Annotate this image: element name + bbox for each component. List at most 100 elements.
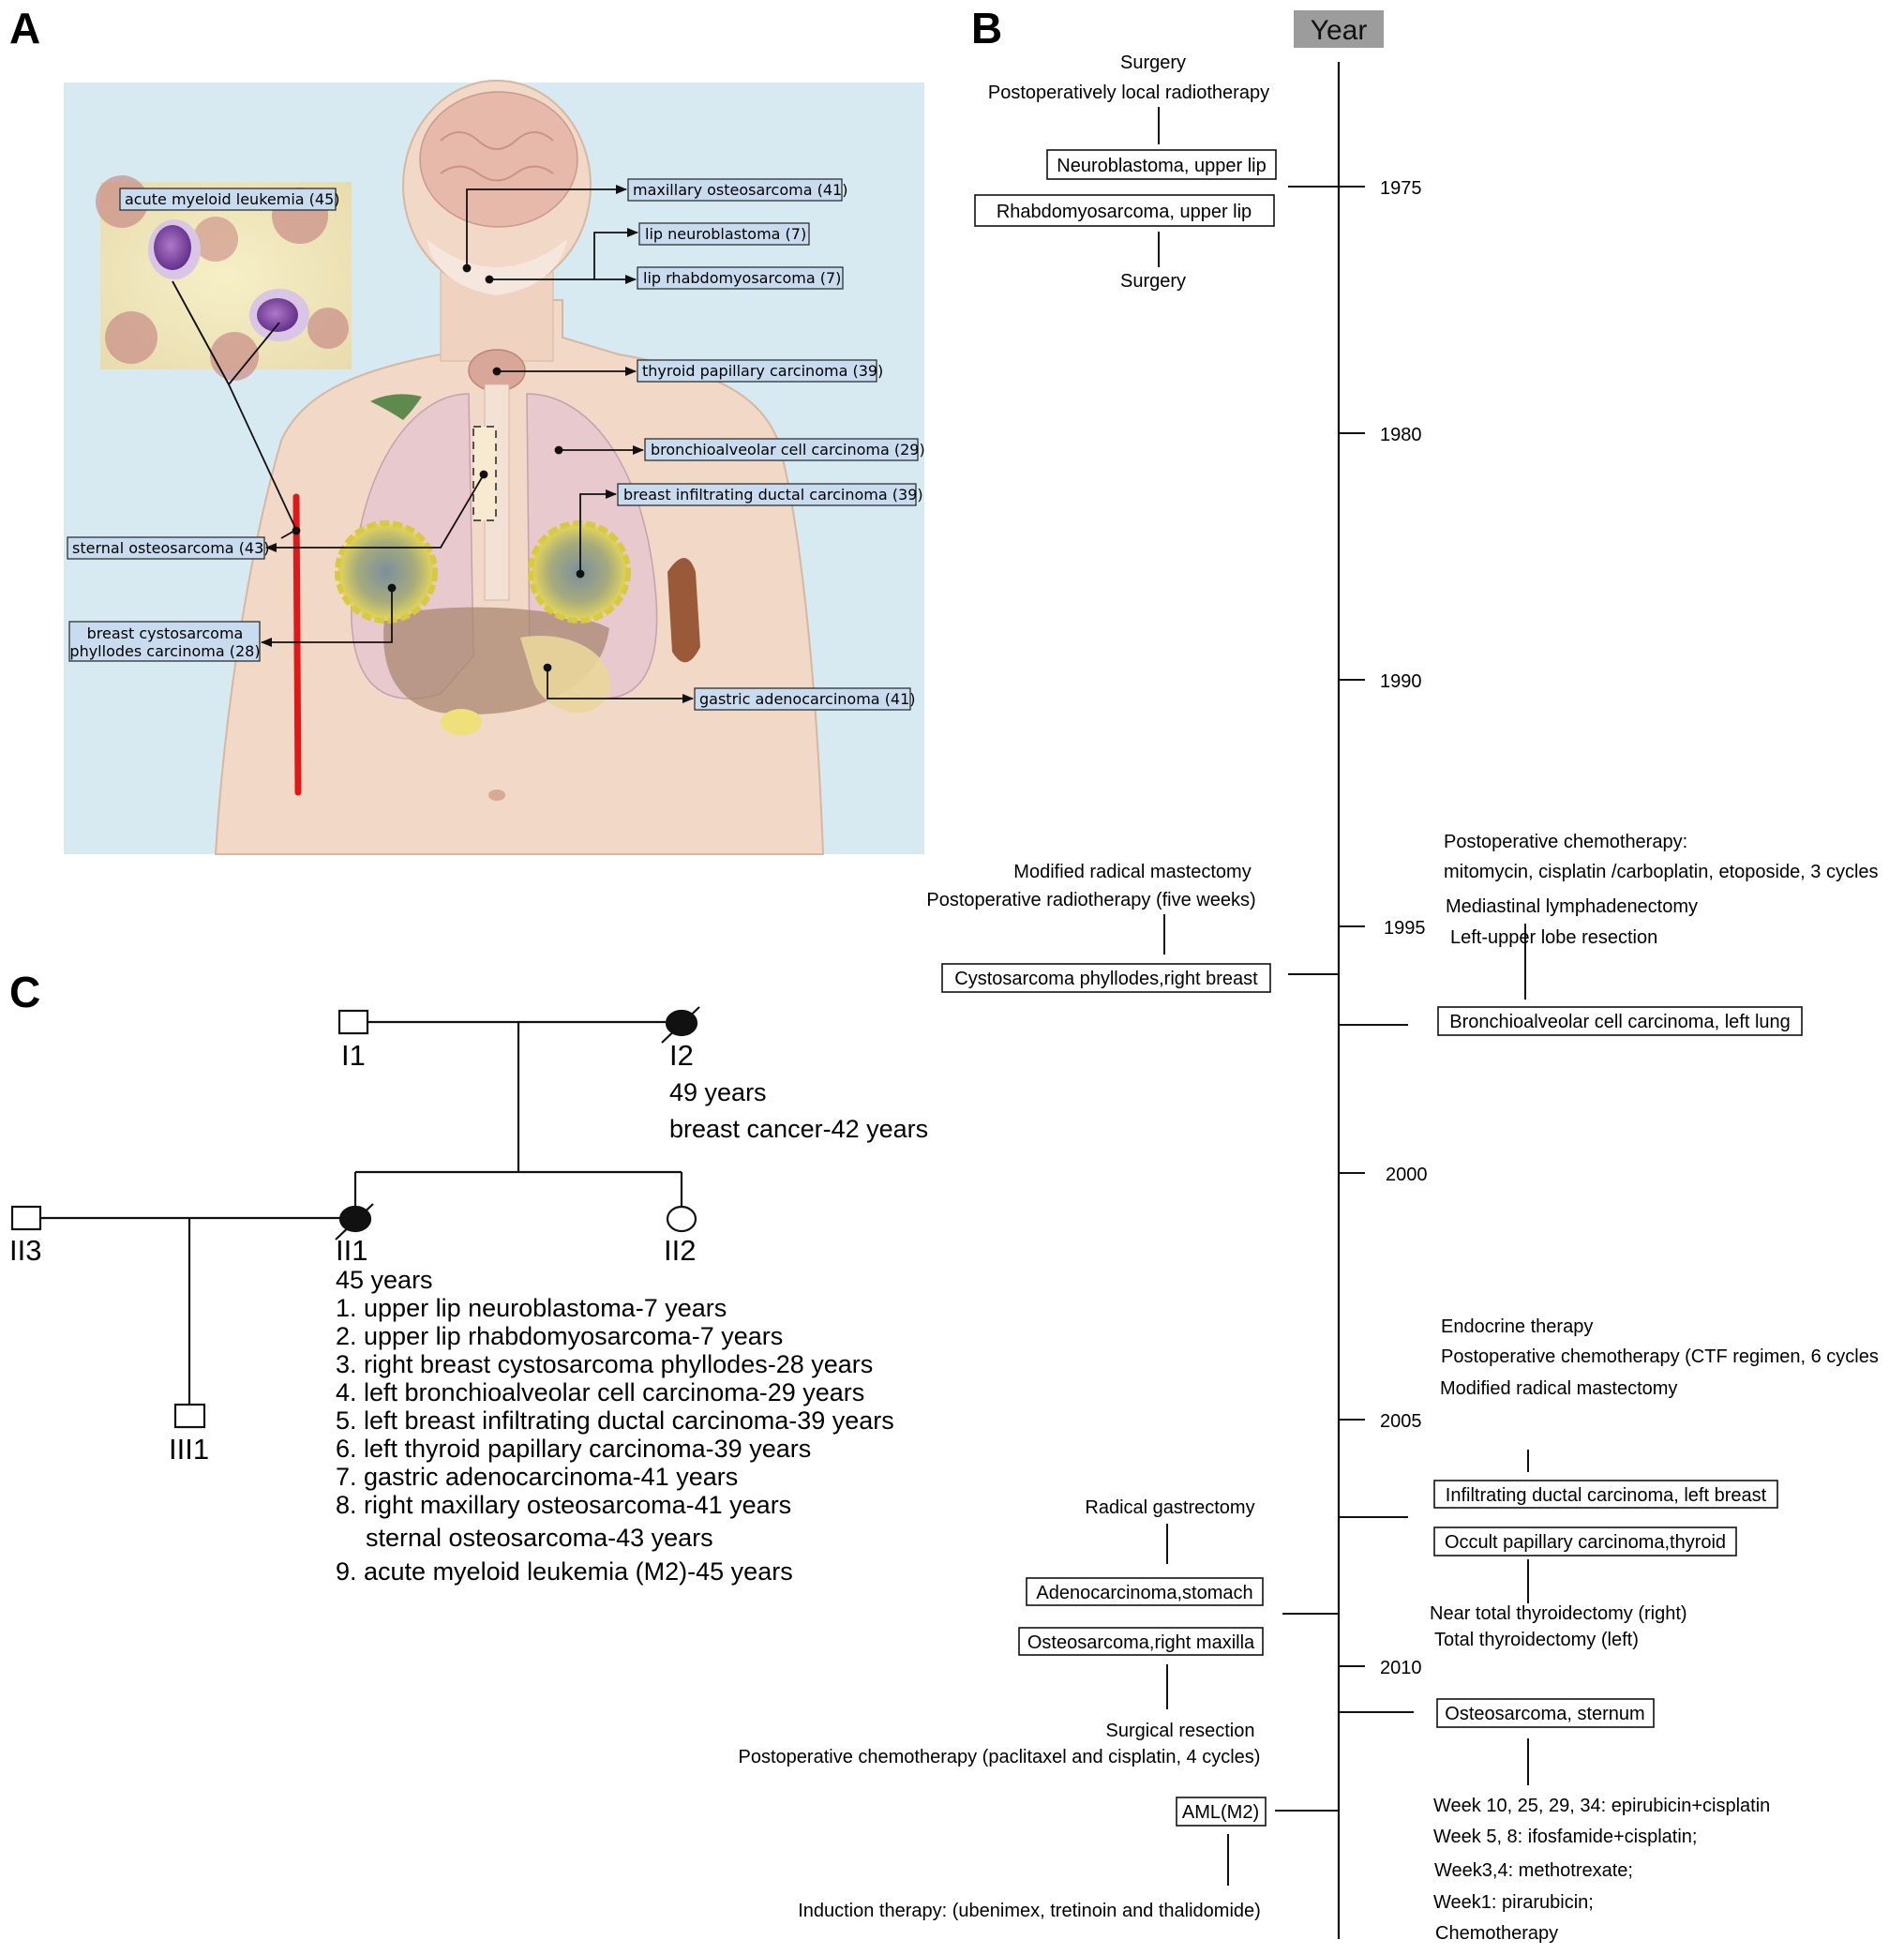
stomach [520,636,611,714]
history-item: sternal osteosarcoma-43 years [366,1524,713,1552]
year-1990: 1990 [1380,671,1422,692]
tl-week-5: Week 5, 8: ifosfamide+cisplatin; [1433,1827,1697,1847]
brain-folds [440,131,554,182]
panel-letter-b: B [971,4,1002,53]
label-bronchio-text: bronchioalveolar cell carcinoma (29) [651,441,925,459]
year-2005: 2005 [1380,1411,1422,1432]
pedigree-id-ii3: II3 [9,1234,41,1267]
year-2000: 2000 [1386,1165,1428,1185]
tl-chemo-paclitaxel: Postoperative chemotherapy (paclitaxel a… [739,1747,1261,1767]
label-breast-cysto-line1: breast cystosarcoma [87,624,244,642]
tl-osteo-sternum-box: Osteosarcoma, sternum [1445,1704,1644,1724]
history-item: 7. gastric adenocarcinoma-41 years [336,1463,738,1491]
pedigree-id-iii1: III1 [169,1433,209,1466]
tl-chemo-label: Postoperative chemotherapy: [1444,832,1687,852]
label-lip-rhabdo-text: lip rhabdomyosarcoma (7) [643,269,841,287]
panel-a-illustration: acute myeloid leukemia (45) maxillary os… [64,80,925,855]
pedigree-id-ii1: II1 [336,1234,367,1267]
tl-adeno-box: Adenocarcinoma,stomach [1036,1583,1252,1603]
timeline-connectors [1158,107,1529,1886]
label-sternal-text: sternal osteosarcoma (43) [72,539,270,557]
label-breast-cysto: breast cystosarcoma phyllodes carcinoma … [68,621,261,662]
tl-surgery-bottom: Surgery [1120,271,1186,292]
pedigree-id-ii2: II2 [664,1234,696,1267]
arm-lesion [667,558,700,663]
leader-lines [172,185,694,703]
tl-occult-box: Occult papillary carcinoma,thyroid [1445,1532,1726,1553]
history-item: 3. right breast cystosarcoma phyllodes-2… [336,1350,873,1378]
breast-right [335,520,438,624]
year-1975: 1975 [1380,178,1422,199]
gallbladder [441,709,482,735]
history-item: 1. upper lip neuroblastoma-7 years [336,1294,727,1322]
label-maxillary-text: maxillary osteosarcoma (41) [633,181,847,199]
axillary-node [370,394,422,420]
tl-week-10: Week 10, 25, 29, 34: epirubicin+cisplati… [1433,1796,1770,1816]
tl-rhabdo-box: Rhabdomyosarcoma, upper lip [997,202,1252,222]
tl-chemo-drugs: mitomycin, cisplatin /carboplatin, etopo… [1444,862,1879,882]
label-maxillary: maxillary osteosarcoma (41) [627,178,847,202]
navel [488,790,505,801]
history-item: 9. acute myeloid leukemia (M2)-45 years [336,1557,793,1586]
pedigree-i1-symbol [337,1009,369,1035]
panel-c-pedigree [10,1006,700,1429]
year-1980: 1980 [1380,425,1422,445]
label-bronchio: bronchioalveolar cell carcinoma (29) [644,438,925,461]
tl-thyroidectomy-left: Total thyroidectomy (left) [1434,1630,1639,1650]
history-item: 5. left breast infiltrating ductal carci… [336,1406,894,1435]
label-breast-cysto-line2: phyllodes carcinoma (28) [69,642,260,660]
tl-chemotherapy: Chemotherapy [1435,1923,1558,1944]
panel-letter-c: C [9,968,40,1016]
label-lip-neuro: lip neuroblastoma (7) [638,222,810,246]
label-gastric-text: gastric adenocarcinoma (41) [699,690,916,708]
tl-ductal-box: Infiltrating ductal carcinoma, left brea… [1446,1485,1767,1506]
tl-week-1: Week1: pirarubicin; [1433,1892,1594,1913]
tl-mastectomy-left: Modified radical mastectomy [1013,862,1251,882]
label-lip-neuro-text: lip neuroblastoma (7) [645,225,806,243]
year-header-box [1294,10,1384,48]
red-line [292,493,302,796]
label-breast-ductal: breast infiltrating ductal carcinoma (39… [617,483,923,506]
pedigree-id-i1: I1 [341,1039,366,1072]
label-aml-text: acute myeloid leukemia (45) [125,190,340,208]
tl-thyroidectomy-right: Near total thyroidectomy (right) [1430,1603,1687,1624]
pedigree-ii3-symbol [10,1205,42,1231]
label-gastric: gastric adenocarcinoma (41) [694,687,916,711]
tl-radiotherapy-five: Postoperative radiotherapy (five weeks) [926,890,1255,910]
history-item: 8. right maxillary osteosarcoma-41 years [336,1491,791,1519]
tl-osteo-maxilla-box: Osteosarcoma,right maxilla [1027,1632,1255,1653]
tl-bronchio-box: Bronchioalveolar cell carcinoma, left lu… [1449,1012,1791,1032]
pedigree-ii1-history: 1. upper lip neuroblastoma-7 years 2. up… [336,1294,894,1586]
label-breast-ductal-text: breast infiltrating ductal carcinoma (39… [623,486,923,504]
pedigree-ii1-age: 45 years [336,1266,433,1294]
year-header: Year [1311,15,1368,46]
tl-aml-box: AML(M2) [1182,1802,1259,1823]
label-thyroid-text: thyroid papillary carcinoma (39) [642,362,883,380]
history-item: 6. left thyroid papillary carcinoma-39 y… [336,1435,811,1463]
brain [419,91,578,228]
tl-endocrine: Endocrine therapy [1441,1316,1593,1337]
tl-neuroblastoma-box: Neuroblastoma, upper lip [1057,156,1266,176]
pedigree-i2-cancer: breast cancer-42 years [669,1115,928,1143]
tl-gastrectomy: Radical gastrectomy [1085,1497,1254,1518]
year-1995: 1995 [1384,918,1426,939]
pedigree-id-i2: I2 [669,1039,694,1072]
label-sternal: sternal osteosarcoma (43) [67,536,270,560]
history-item: 2. upper lip rhabdomyosarcoma-7 years [336,1322,783,1350]
tl-induction: Induction therapy: (ubenimex, tretinoin … [798,1901,1261,1921]
tl-week-3: Week3,4: methotrexate; [1434,1860,1633,1881]
label-lip-rhabdo: lip rhabdomyosarcoma (7) [637,266,844,290]
tl-chemo-ctf: Postoperative chemotherapy (CTF regimen,… [1441,1346,1879,1367]
label-thyroid: thyroid papillary carcinoma (39) [637,359,883,383]
tl-mastectomy-right: Modified radical mastectomy [1440,1378,1677,1399]
pedigree-i2-age: 49 years [669,1078,767,1106]
tl-surgery-top: Surgery [1120,53,1186,73]
tl-lobe-resection: Left-upper lobe resection [1450,927,1657,948]
tl-surgical-resection: Surgical resection [1106,1721,1255,1741]
panel-b-timeline: Year 1975 1980 1990 1995 2000 2005 2010 [739,10,1879,1944]
tl-radiotherapy-local: Postoperatively local radiotherapy [988,83,1269,103]
tl-lymphadenectomy: Mediastinal lymphadenectomy [1446,896,1698,917]
pedigree-ii2-symbol [666,1205,697,1233]
pedigree-iii1-symbol [173,1403,206,1429]
